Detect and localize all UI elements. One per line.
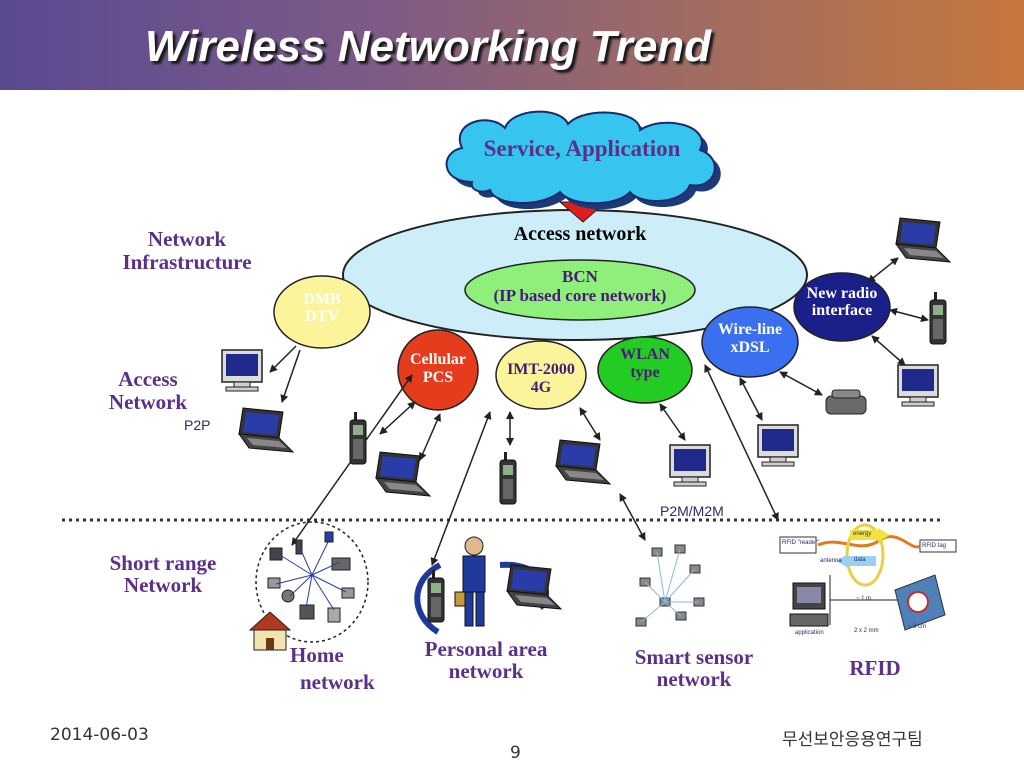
rfid-tag-label: RFID tag <box>922 543 947 549</box>
rfid-data-label: data <box>854 557 866 563</box>
pan-link-left <box>414 562 442 635</box>
home-wireless-links <box>275 541 347 611</box>
xdsl-label: xDSL <box>730 339 770 356</box>
wlan-type-label: type <box>630 364 660 381</box>
pan-label: Personal area <box>424 637 548 661</box>
rfid-chip-icon <box>779 523 957 631</box>
rfid-antenna-label: antenna <box>820 558 842 564</box>
cloud-shape <box>445 110 721 210</box>
cellphone-icon <box>349 411 367 465</box>
laptop-icon <box>375 451 431 497</box>
4g-label: 4G <box>530 379 552 396</box>
p2p-label: P2P <box>184 417 211 433</box>
monitor-icon <box>897 364 939 407</box>
rfid-energy-label: energy <box>853 531 872 537</box>
newradio-label: New radio <box>806 285 878 302</box>
footer-date: 2014-06-03 <box>50 725 149 745</box>
access-network-side-label: Access <box>118 367 178 391</box>
slide-title: Wireless Networking Trend <box>145 22 712 71</box>
sensor-links <box>640 548 699 623</box>
short-range-label: Short range <box>109 551 217 575</box>
rfid-dist3-label: ~ 3 cm <box>908 624 927 630</box>
house-icon <box>248 611 292 651</box>
connection-arrows <box>269 257 929 566</box>
network-infra-label: Network <box>147 227 227 251</box>
laptop-icon <box>506 564 562 610</box>
bcn-sublabel: (IP based core network) <box>493 286 667 305</box>
footer-team: 무선보안응용연구팀 <box>782 730 923 750</box>
rfid-reader-label: RFID "reader" <box>782 540 820 546</box>
imt-label: IMT-2000 <box>507 361 575 378</box>
access-network-side-label-2: Network <box>108 390 188 414</box>
home-network-label: Home <box>290 643 344 667</box>
laptop-icon <box>895 217 951 263</box>
pcs-label: PCS <box>422 369 454 386</box>
rfid-application-label: application <box>795 630 824 636</box>
laptop-icon <box>555 439 611 485</box>
rfid-dist2-label: 2 x 2 mm <box>854 628 879 634</box>
cellphone-icon <box>427 569 445 623</box>
laptop-icon <box>238 407 294 453</box>
home-network-label-2: network <box>300 670 375 694</box>
cellphone-icon <box>499 451 517 505</box>
wlan-node <box>597 336 693 404</box>
cellular-label: Cellular <box>410 351 466 368</box>
network-infra-label-2: Infrastructure <box>122 250 252 274</box>
cellphone-icon <box>929 291 947 345</box>
pan-label-2: network <box>448 659 524 683</box>
sensor-label: Smart sensor <box>634 645 754 669</box>
dmb-node <box>273 275 371 349</box>
person-icon <box>454 536 486 627</box>
bcn-ellipse <box>464 259 696 321</box>
sensor-label-2: network <box>656 667 732 691</box>
rfid-dist1-label: ~ 1 m <box>856 596 872 602</box>
title-banner <box>0 0 1024 90</box>
rfid-label: RFID <box>849 656 901 680</box>
monitor-icon <box>757 424 799 467</box>
cloud-label: Service, Application <box>483 136 681 161</box>
newradio-node <box>793 272 891 342</box>
wlan-label: WLAN <box>620 346 670 363</box>
monitor-icon <box>221 349 263 392</box>
dmb-label: DMB <box>303 291 341 308</box>
home-network-boundary <box>255 521 369 643</box>
home-devices <box>267 531 355 623</box>
cellular-node <box>397 329 479 411</box>
dtv-label: DTV <box>305 308 339 325</box>
monitor-icon <box>669 444 711 487</box>
interface-label: interface <box>811 302 873 319</box>
telephone-icon <box>825 389 867 415</box>
p2m-label: P2M/M2M <box>660 503 724 519</box>
wireline-label: Wire-line <box>717 321 783 338</box>
bcn-label: BCN <box>562 267 598 286</box>
short-range-label-2: Network <box>123 573 203 597</box>
imt-node <box>495 340 587 410</box>
page-number: 9 <box>510 743 521 763</box>
access-network-label: Access network <box>513 223 647 245</box>
